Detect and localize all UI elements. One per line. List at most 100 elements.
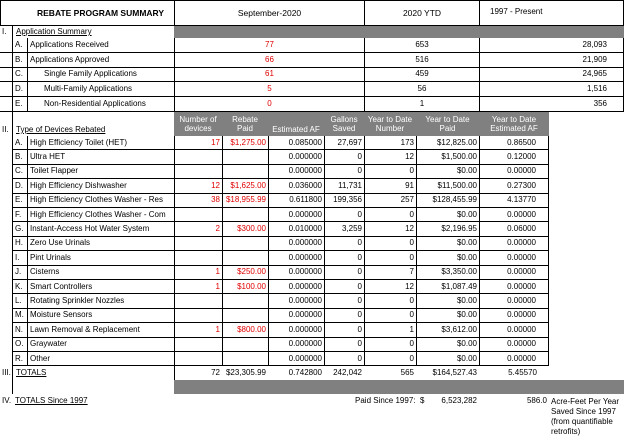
app-row-month: 66	[174, 52, 364, 68]
app-row-ytd: 516	[364, 52, 479, 68]
device-ytdaf: 0.00000	[479, 294, 549, 309]
device-label: Moisture Sensors	[27, 308, 174, 324]
device-paid: $1,625.00	[222, 179, 268, 194]
device-paid	[222, 150, 268, 165]
device-af: 0.000000	[268, 208, 324, 223]
device-letter: I.	[12, 251, 27, 266]
ytd-header: 2020 YTD	[364, 0, 479, 26]
device-ytdnum: 12	[364, 150, 416, 165]
app-row-ytd: 653	[364, 38, 479, 53]
device-ytdpaid: $1,087.49	[416, 280, 479, 295]
device-af: 0.000000	[268, 308, 324, 324]
device-gallons: 0	[324, 164, 364, 180]
device-row: H. Zero Use Urinals 0.000000 0 0 $0.00 0…	[0, 236, 624, 252]
col-paid-line1: Rebate	[232, 114, 258, 124]
app-row-since: 1,516	[479, 82, 624, 98]
device-ytdpaid: $128,455.99	[416, 193, 479, 208]
device-gallons: 0	[324, 150, 364, 165]
device-count	[174, 308, 222, 324]
since-1997-label: TOTALS Since 1997	[15, 396, 88, 405]
device-row: I. Pint Urinals 0.000000 0 0 $0.00 0.000…	[0, 251, 624, 266]
totals-separator	[0, 380, 624, 394]
device-row: F. High Efficiency Clothes Washer - Com …	[0, 208, 624, 223]
device-letter: R.	[12, 352, 27, 367]
totals-ytdnum: 565	[400, 368, 414, 377]
device-af: 0.085000	[268, 136, 324, 151]
col-devices-header: Number of devices	[174, 112, 222, 136]
app-row-since: 356	[479, 97, 624, 112]
separator-blank	[12, 380, 174, 394]
device-letter: A.	[12, 136, 27, 151]
device-ytdnum: 257	[364, 193, 416, 208]
period-header: September-2020	[174, 0, 364, 26]
paid-since-label: Paid Since 1997:	[355, 396, 416, 405]
section-2-heading: II. Type of Devices Rebated Number of de…	[0, 112, 624, 136]
device-count	[174, 294, 222, 309]
totals-row: III. TOTALS 72 $23,305.99 0.742800 242,0…	[0, 366, 624, 380]
device-ytdnum: 0	[364, 308, 416, 324]
device-paid	[222, 164, 268, 180]
device-letter: M.	[12, 308, 27, 324]
device-count: 17	[174, 136, 222, 151]
col-ytdnum-line2: Number	[375, 124, 405, 133]
col-ytdnum-header: Year to Date Number	[364, 112, 416, 136]
device-ytdpaid: $0.00	[416, 164, 479, 180]
device-af: 0.611800	[268, 193, 324, 208]
device-paid	[222, 236, 268, 252]
device-ytdaf: 0.00000	[479, 280, 549, 295]
device-count	[174, 150, 222, 165]
app-row-month: 77	[174, 38, 364, 53]
section-1-heading: I. Application Summary	[0, 26, 624, 38]
device-paid: $800.00	[222, 323, 268, 338]
since-header: 1997 - Present	[479, 0, 624, 26]
device-gallons: 0	[324, 236, 364, 252]
af-note-line1: Acre-Feet Per Year	[551, 397, 620, 406]
device-letter: L.	[12, 294, 27, 309]
device-row: J. Cisterns 1 $250.00 0.000000 0 7 $3,35…	[0, 265, 624, 280]
totals-devices: 72	[174, 366, 222, 380]
device-ytdaf: 0.00000	[479, 265, 549, 280]
totals-af: 0.742800	[288, 368, 322, 377]
device-label: High Efficiency Toilet (HET)	[27, 136, 174, 151]
app-row-month: 61	[174, 67, 364, 83]
section-1-number: I.	[2, 27, 7, 36]
device-count: 12	[174, 179, 222, 194]
device-ytdnum: 0	[364, 164, 416, 180]
app-row-ytd: 1	[364, 97, 479, 112]
app-row-since: 24,965	[479, 67, 624, 83]
device-label: Smart Controllers	[27, 280, 174, 295]
device-ytdpaid: $12,825.00	[416, 136, 479, 151]
device-ytdaf: 0.00000	[479, 251, 549, 266]
device-paid	[222, 352, 268, 367]
device-count: 1	[174, 265, 222, 280]
app-row-ytd: 459	[364, 67, 479, 83]
application-row: D. Multi-Family Applications 5 56 1,516	[0, 82, 624, 98]
device-ytdnum: 12	[364, 222, 416, 237]
device-paid: $18,955.99	[222, 193, 268, 208]
device-label: Rotating Sprinkler Nozzles	[27, 294, 174, 309]
device-letter: D.	[12, 179, 27, 194]
app-row-since: 21,909	[479, 52, 624, 68]
app-row-label: Single Family Applications	[27, 67, 174, 83]
app-row-label: Applications Received	[27, 38, 174, 53]
col-ytdaf-header: Year to Date Estimated AF	[479, 112, 549, 136]
section-1-title: Application Summary	[12, 26, 174, 38]
device-paid	[222, 308, 268, 324]
device-ytdpaid: $1,500.00	[416, 150, 479, 165]
col-gallons-line2: Saved	[332, 124, 356, 133]
device-ytdpaid: $11,500.00	[416, 179, 479, 194]
device-ytdnum: 0	[364, 352, 416, 367]
device-gallons: 11,731	[324, 179, 364, 194]
device-gallons: 0	[324, 208, 364, 223]
col-af-header: Estimated AF	[268, 112, 324, 136]
device-gallons: 0	[324, 294, 364, 309]
device-row: R. Other 0.000000 0 0 $0.00 0.00000	[0, 352, 624, 367]
device-label: High Efficiency Dishwasher	[27, 179, 174, 194]
device-count	[174, 236, 222, 252]
device-count	[174, 208, 222, 223]
device-ytdnum: 0	[364, 337, 416, 352]
app-row-month: 0	[174, 97, 364, 112]
device-paid	[222, 251, 268, 266]
device-ytdnum: 7	[364, 265, 416, 280]
application-row: B. Applications Approved 66 516 21,909	[0, 52, 624, 68]
